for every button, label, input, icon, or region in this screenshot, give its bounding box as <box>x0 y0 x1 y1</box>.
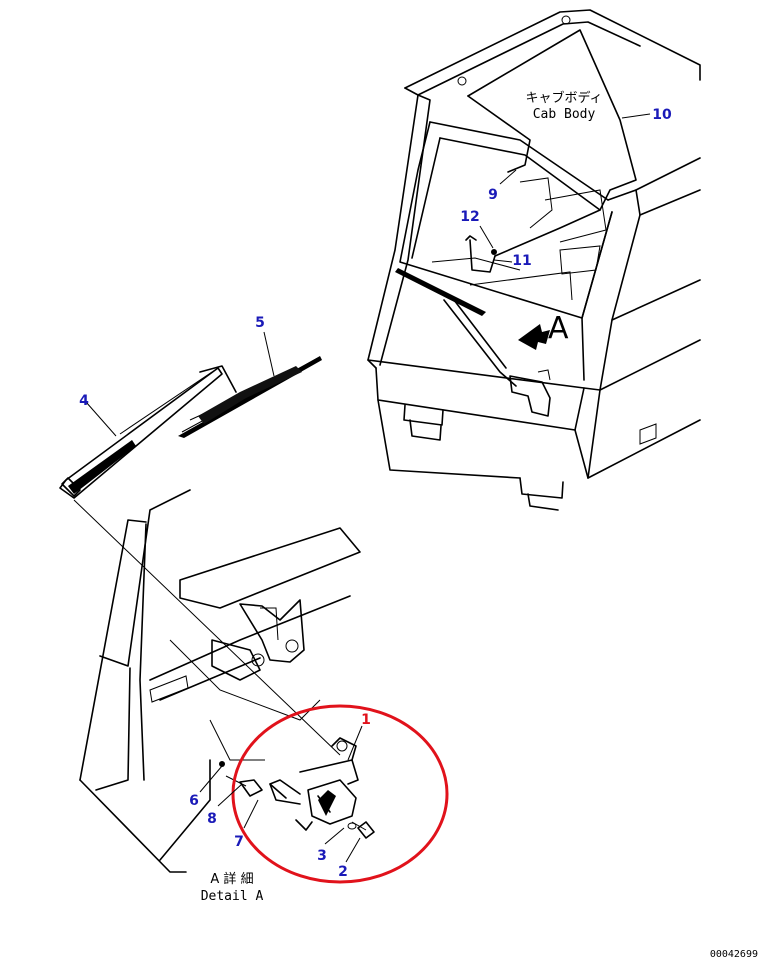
callout-7: 7 <box>234 799 259 850</box>
callout-number: 11 <box>512 253 531 269</box>
callout-number: 3 <box>317 848 327 864</box>
callout-10: 10 <box>621 107 672 123</box>
leader-line <box>199 765 223 793</box>
detail-a-label-en: Detail A <box>201 889 264 904</box>
callout-number: 10 <box>652 107 672 123</box>
leader-line <box>243 799 259 829</box>
callout-9: 9 <box>488 169 517 203</box>
callout-number: 2 <box>338 864 348 880</box>
callout-11: 11 <box>493 253 532 269</box>
leader-line <box>85 401 117 437</box>
callout-number: 12 <box>460 209 479 225</box>
callout-1: 1 <box>347 712 371 761</box>
callout-8: 8 <box>207 783 243 827</box>
wiper-arm-drawing <box>59 356 341 756</box>
leader-line <box>499 169 517 185</box>
drawing-number: 00042699 <box>710 949 758 960</box>
callout-number: 6 <box>189 793 199 809</box>
callout-5: 5 <box>255 315 275 377</box>
callout-3: 3 <box>317 827 345 864</box>
callout-4: 4 <box>79 393 117 437</box>
cab-body-label-en: Cab Body <box>533 107 596 122</box>
callout-number: 5 <box>255 315 265 331</box>
callout-number: 8 <box>207 811 217 827</box>
detail-a-drawing <box>79 489 375 873</box>
callout-number: 1 <box>361 712 371 728</box>
callout-6: 6 <box>189 765 223 809</box>
callout-2: 2 <box>338 837 361 880</box>
callout-12: 12 <box>460 209 494 249</box>
callout-number: 4 <box>79 393 89 409</box>
highlight-circle <box>231 704 449 884</box>
cab-body-label-jp: キャブボディ <box>525 90 602 106</box>
detail-a-label-jp: A 詳 細 <box>210 871 253 887</box>
callout-number: 9 <box>488 187 498 203</box>
callout-number: 7 <box>234 834 244 850</box>
leader-line <box>347 725 363 761</box>
leader-line <box>345 837 361 863</box>
leader-line <box>324 827 345 845</box>
leader-line <box>479 225 494 249</box>
cab-body-drawing <box>367 9 701 511</box>
leader-line <box>263 331 275 377</box>
view-arrow-label: A <box>548 311 569 346</box>
leader-line <box>493 259 513 263</box>
leader-line <box>621 113 651 119</box>
leader-line <box>217 783 243 807</box>
